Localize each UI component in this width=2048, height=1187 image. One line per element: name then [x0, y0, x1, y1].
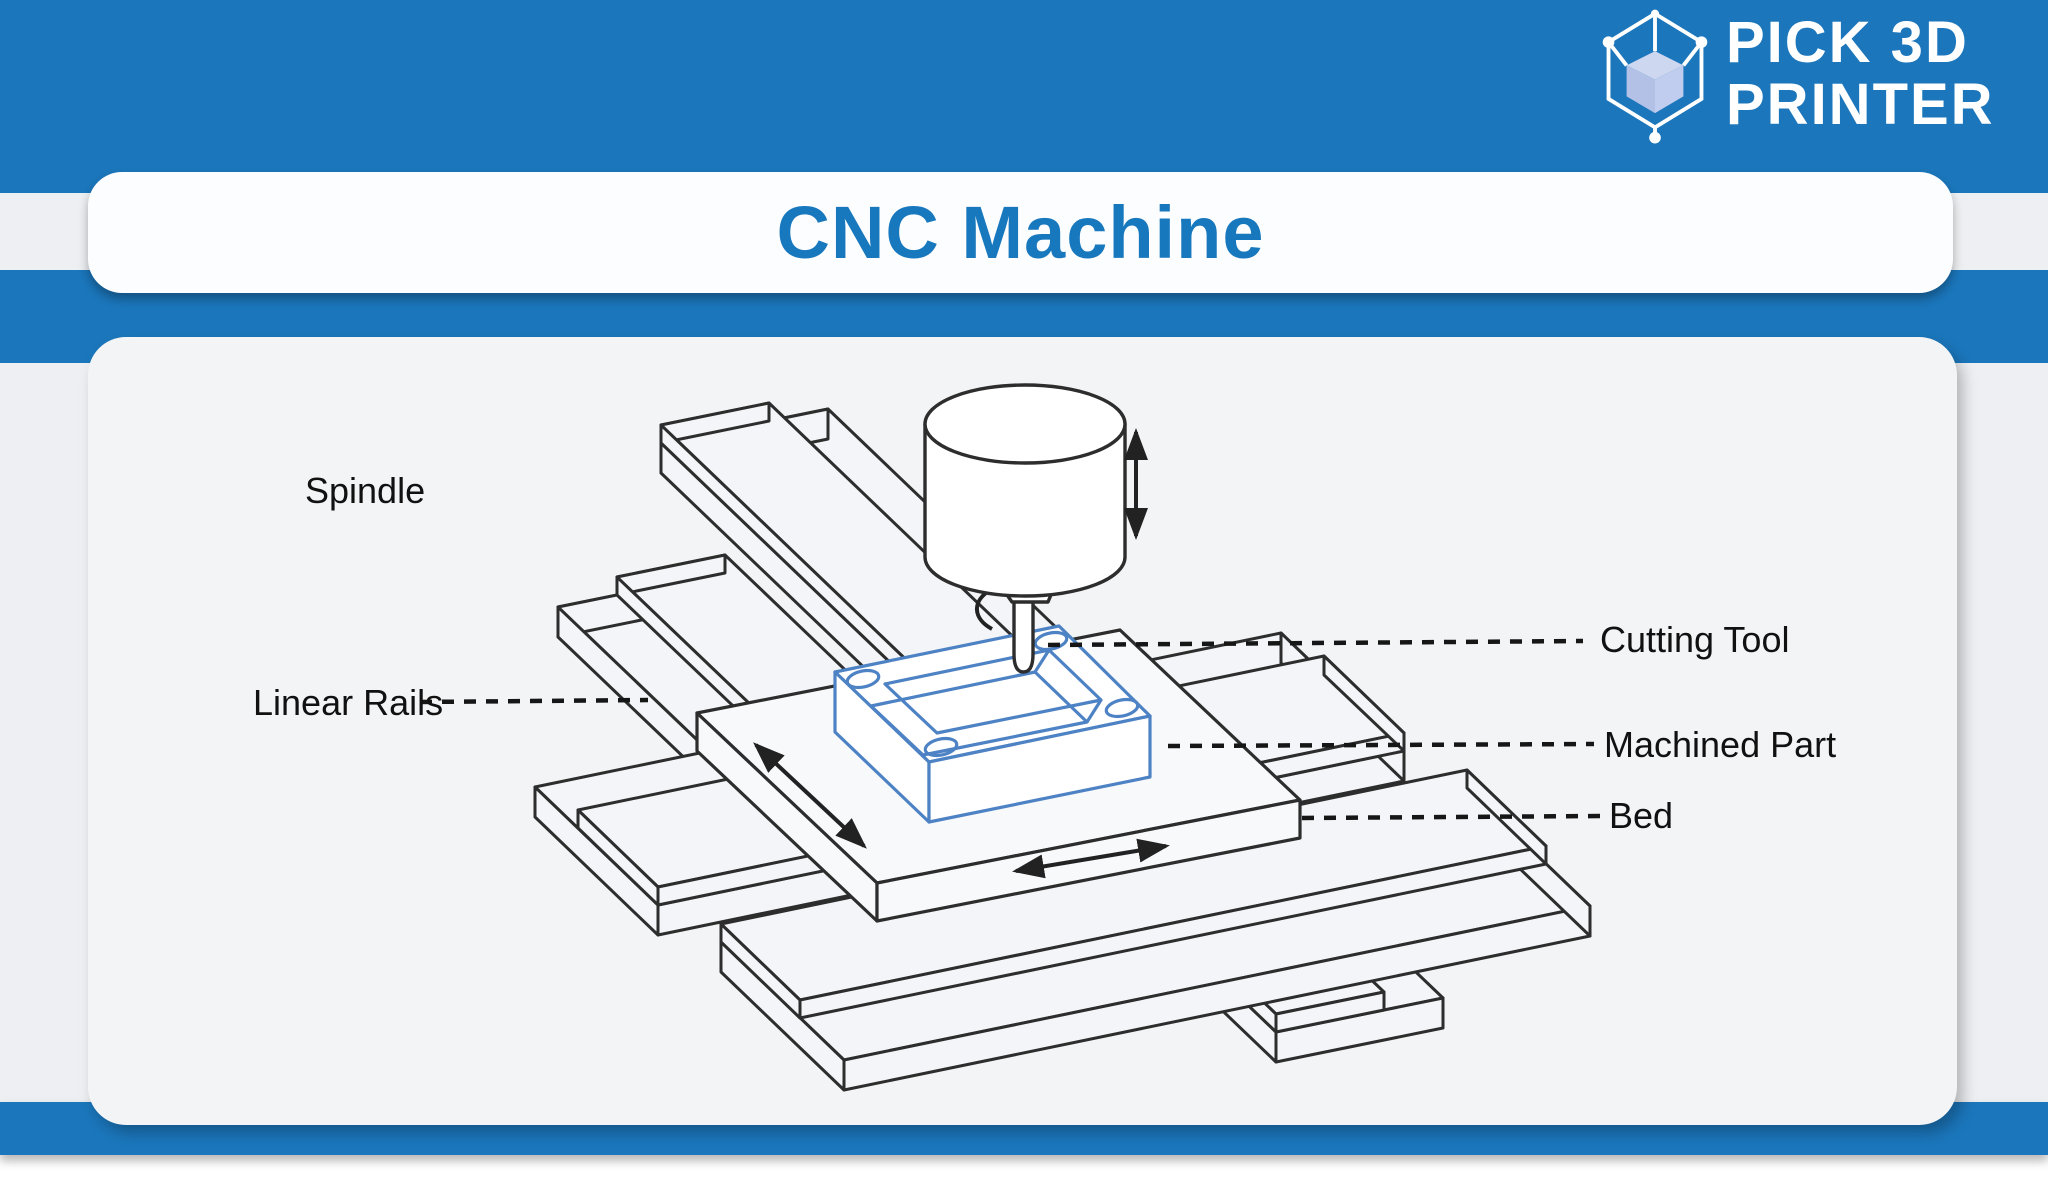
brand-logo-line1: PICK 3D: [1726, 10, 1969, 75]
brand-logo-text: PICK 3D PRINTER: [1726, 12, 1995, 136]
brand-logo-line2: PRINTER: [1726, 72, 1995, 137]
top-header-bar: [0, 0, 2048, 193]
diagram-panel: [88, 337, 1957, 1125]
brand-logo: PICK 3D PRINTER: [1586, 6, 1995, 148]
title-banner: CNC Machine: [88, 172, 1953, 293]
cube-logo-icon: [1602, 9, 1708, 144]
page-title: CNC Machine: [776, 191, 1265, 274]
